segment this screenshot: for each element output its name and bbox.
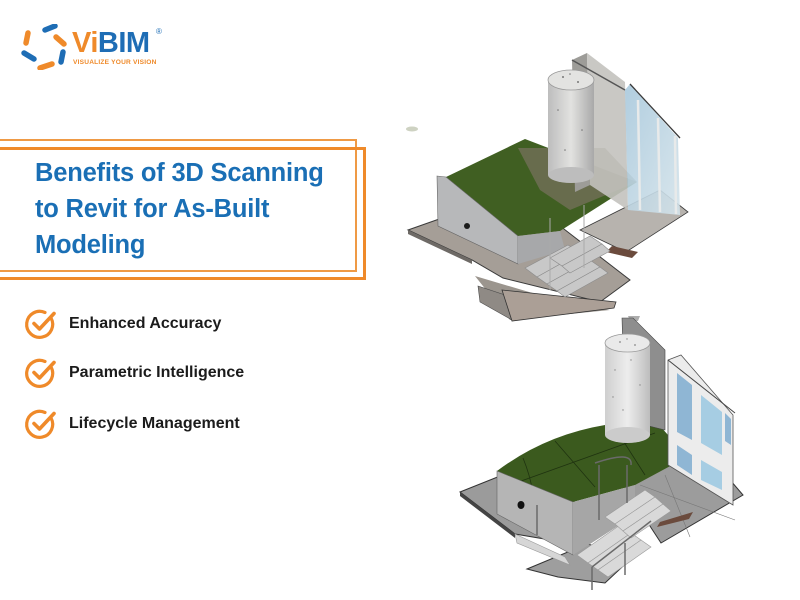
benefit-label: Enhanced Accuracy [69,315,222,332]
logo-vi: Vi [72,27,98,59]
logo-tagline: VISUALIZE YOUR VISION [73,59,157,66]
registered-mark: ® [156,27,162,36]
title-line-3: Modeling [35,231,146,259]
title-frame-inner [0,147,366,280]
benefit-item: Lifecycle Management [24,407,240,441]
benefit-item: Enhanced Accuracy [24,307,221,341]
benefit-label: Lifecycle Management [69,415,240,432]
title-line-2: to Revit for As-Built [35,195,270,223]
title-frame-outer [0,139,357,272]
check-circle-icon [25,409,56,439]
check-circle-icon [25,358,56,388]
revit-as-built-model [458,317,744,590]
logo-mark-icon [21,24,67,70]
benefit-label: Parametric Intelligence [69,364,245,381]
logo-bim: BIM [97,27,150,59]
logo-wordmark: ViBIM [72,28,150,58]
point-cloud-scan-model [406,53,689,322]
vibim-logo: ViBIM ® VISUALIZE YOUR VISION [20,24,170,72]
page-title: Benefits of 3D Scanning to Revit for As-… [35,155,365,263]
benefit-item: Parametric Intelligence [24,356,244,390]
title-line-1: Benefits of 3D Scanning [35,159,324,187]
check-circle-icon [25,309,56,339]
